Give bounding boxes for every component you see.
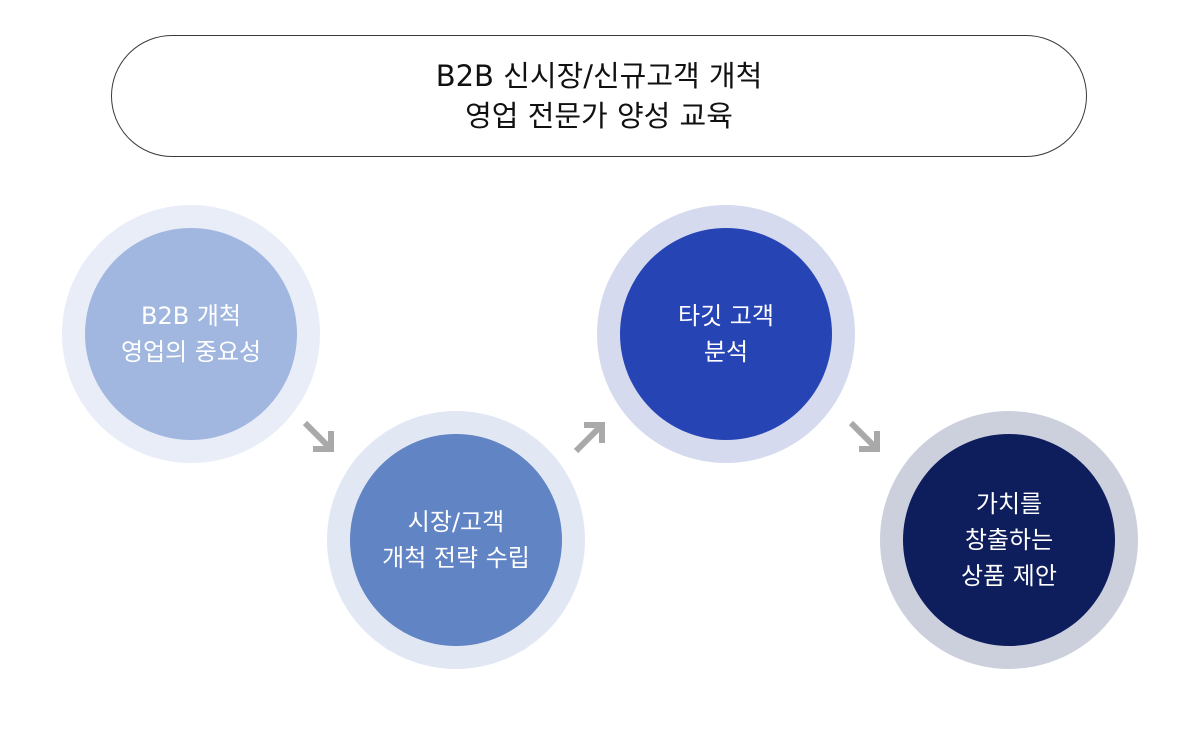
step-1-line-1: B2B 개척 bbox=[141, 302, 241, 330]
arrow-3-shaft bbox=[848, 420, 878, 450]
arrow-1-shaft bbox=[302, 420, 332, 450]
step-4-inner: 가치를 창출하는 상품 제안 bbox=[903, 434, 1115, 646]
arrow-1-head bbox=[313, 431, 334, 452]
step-4-line-1: 가치를 bbox=[975, 490, 1043, 518]
step-2-line-1: 시장/고객 bbox=[407, 508, 505, 536]
arrow-up-right-icon bbox=[573, 422, 605, 454]
diagram-title: B2B 신시장/신규고객 개척 영업 전문가 양성 교육 bbox=[111, 35, 1087, 157]
step-2-inner: 시장/고객 개척 전략 수립 bbox=[350, 434, 562, 646]
step-1-circle: B2B 개척 영업의 중요성 bbox=[62, 205, 320, 463]
step-4-line-3: 상품 제안 bbox=[961, 562, 1057, 590]
arrow-2-head bbox=[584, 422, 605, 443]
title-line-2: 영업 전문가 양성 교육 bbox=[465, 99, 733, 133]
step-3-inner: 타깃 고객 분석 bbox=[620, 228, 832, 440]
step-3-line-2: 분석 bbox=[703, 338, 749, 366]
step-2-line-2: 개척 전략 수립 bbox=[382, 544, 530, 572]
step-4-line-2: 창출하는 bbox=[964, 526, 1054, 554]
arrow-down-right-icon bbox=[302, 420, 334, 452]
arrow-down-right-icon bbox=[848, 420, 880, 452]
arrow-2-shaft bbox=[573, 424, 603, 454]
step-3-circle: 타깃 고객 분석 bbox=[597, 205, 855, 463]
title-line-1: B2B 신시장/신규고객 개척 bbox=[435, 59, 763, 93]
step-4-circle: 가치를 창출하는 상품 제안 bbox=[880, 411, 1138, 669]
step-1-line-2: 영업의 중요성 bbox=[120, 338, 262, 366]
step-2-circle: 시장/고객 개척 전략 수립 bbox=[327, 411, 585, 669]
step-1-inner: B2B 개척 영업의 중요성 bbox=[85, 228, 297, 440]
step-3-line-1: 타깃 고객 bbox=[678, 302, 774, 330]
arrow-3-head bbox=[859, 431, 880, 452]
